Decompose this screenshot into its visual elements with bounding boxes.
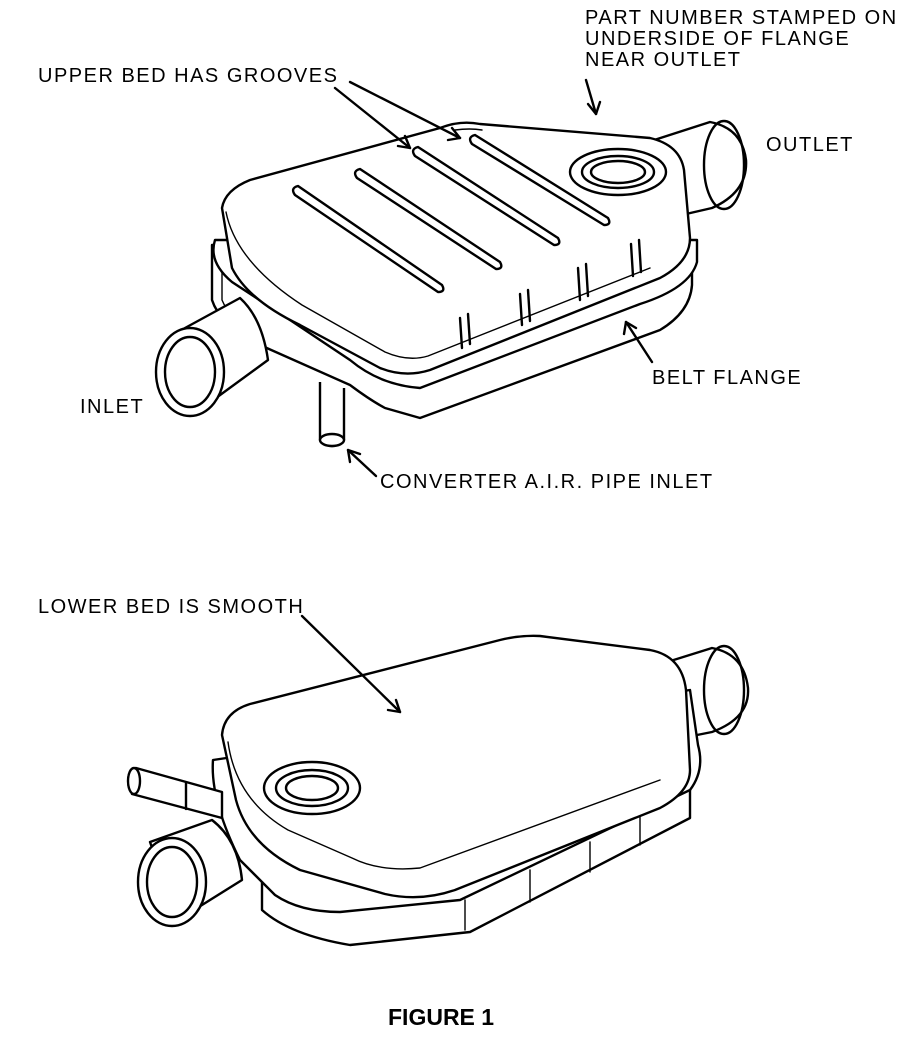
- inlet-label: INLET: [80, 396, 145, 418]
- upper-bed-label: UPPER BED HAS GROOVES: [38, 65, 339, 87]
- figure-caption: FIGURE 1: [388, 1004, 495, 1030]
- lower-air-pipe: [130, 766, 224, 820]
- belt-flange-label: BELT FLANGE: [652, 367, 803, 389]
- upper-leaders: [333, 78, 654, 478]
- part-number-label-line-2: UNDERSIDE OF FLANGE: [585, 28, 851, 50]
- lower-bed-label: LOWER BED IS SMOOTH: [38, 596, 305, 618]
- air-pipe-label: CONVERTER A.I.R. PIPE INLET: [380, 471, 714, 493]
- upper-converter: [154, 119, 748, 448]
- outlet-label: OUTLET: [766, 134, 854, 156]
- lower-converter: [126, 634, 750, 947]
- lower-leaders: [300, 614, 402, 714]
- part-number-label-line-1: PART NUMBER STAMPED ON: [585, 7, 898, 29]
- part-number-label-line-3: NEAR OUTLET: [585, 49, 742, 71]
- lower-body-top: [220, 634, 692, 899]
